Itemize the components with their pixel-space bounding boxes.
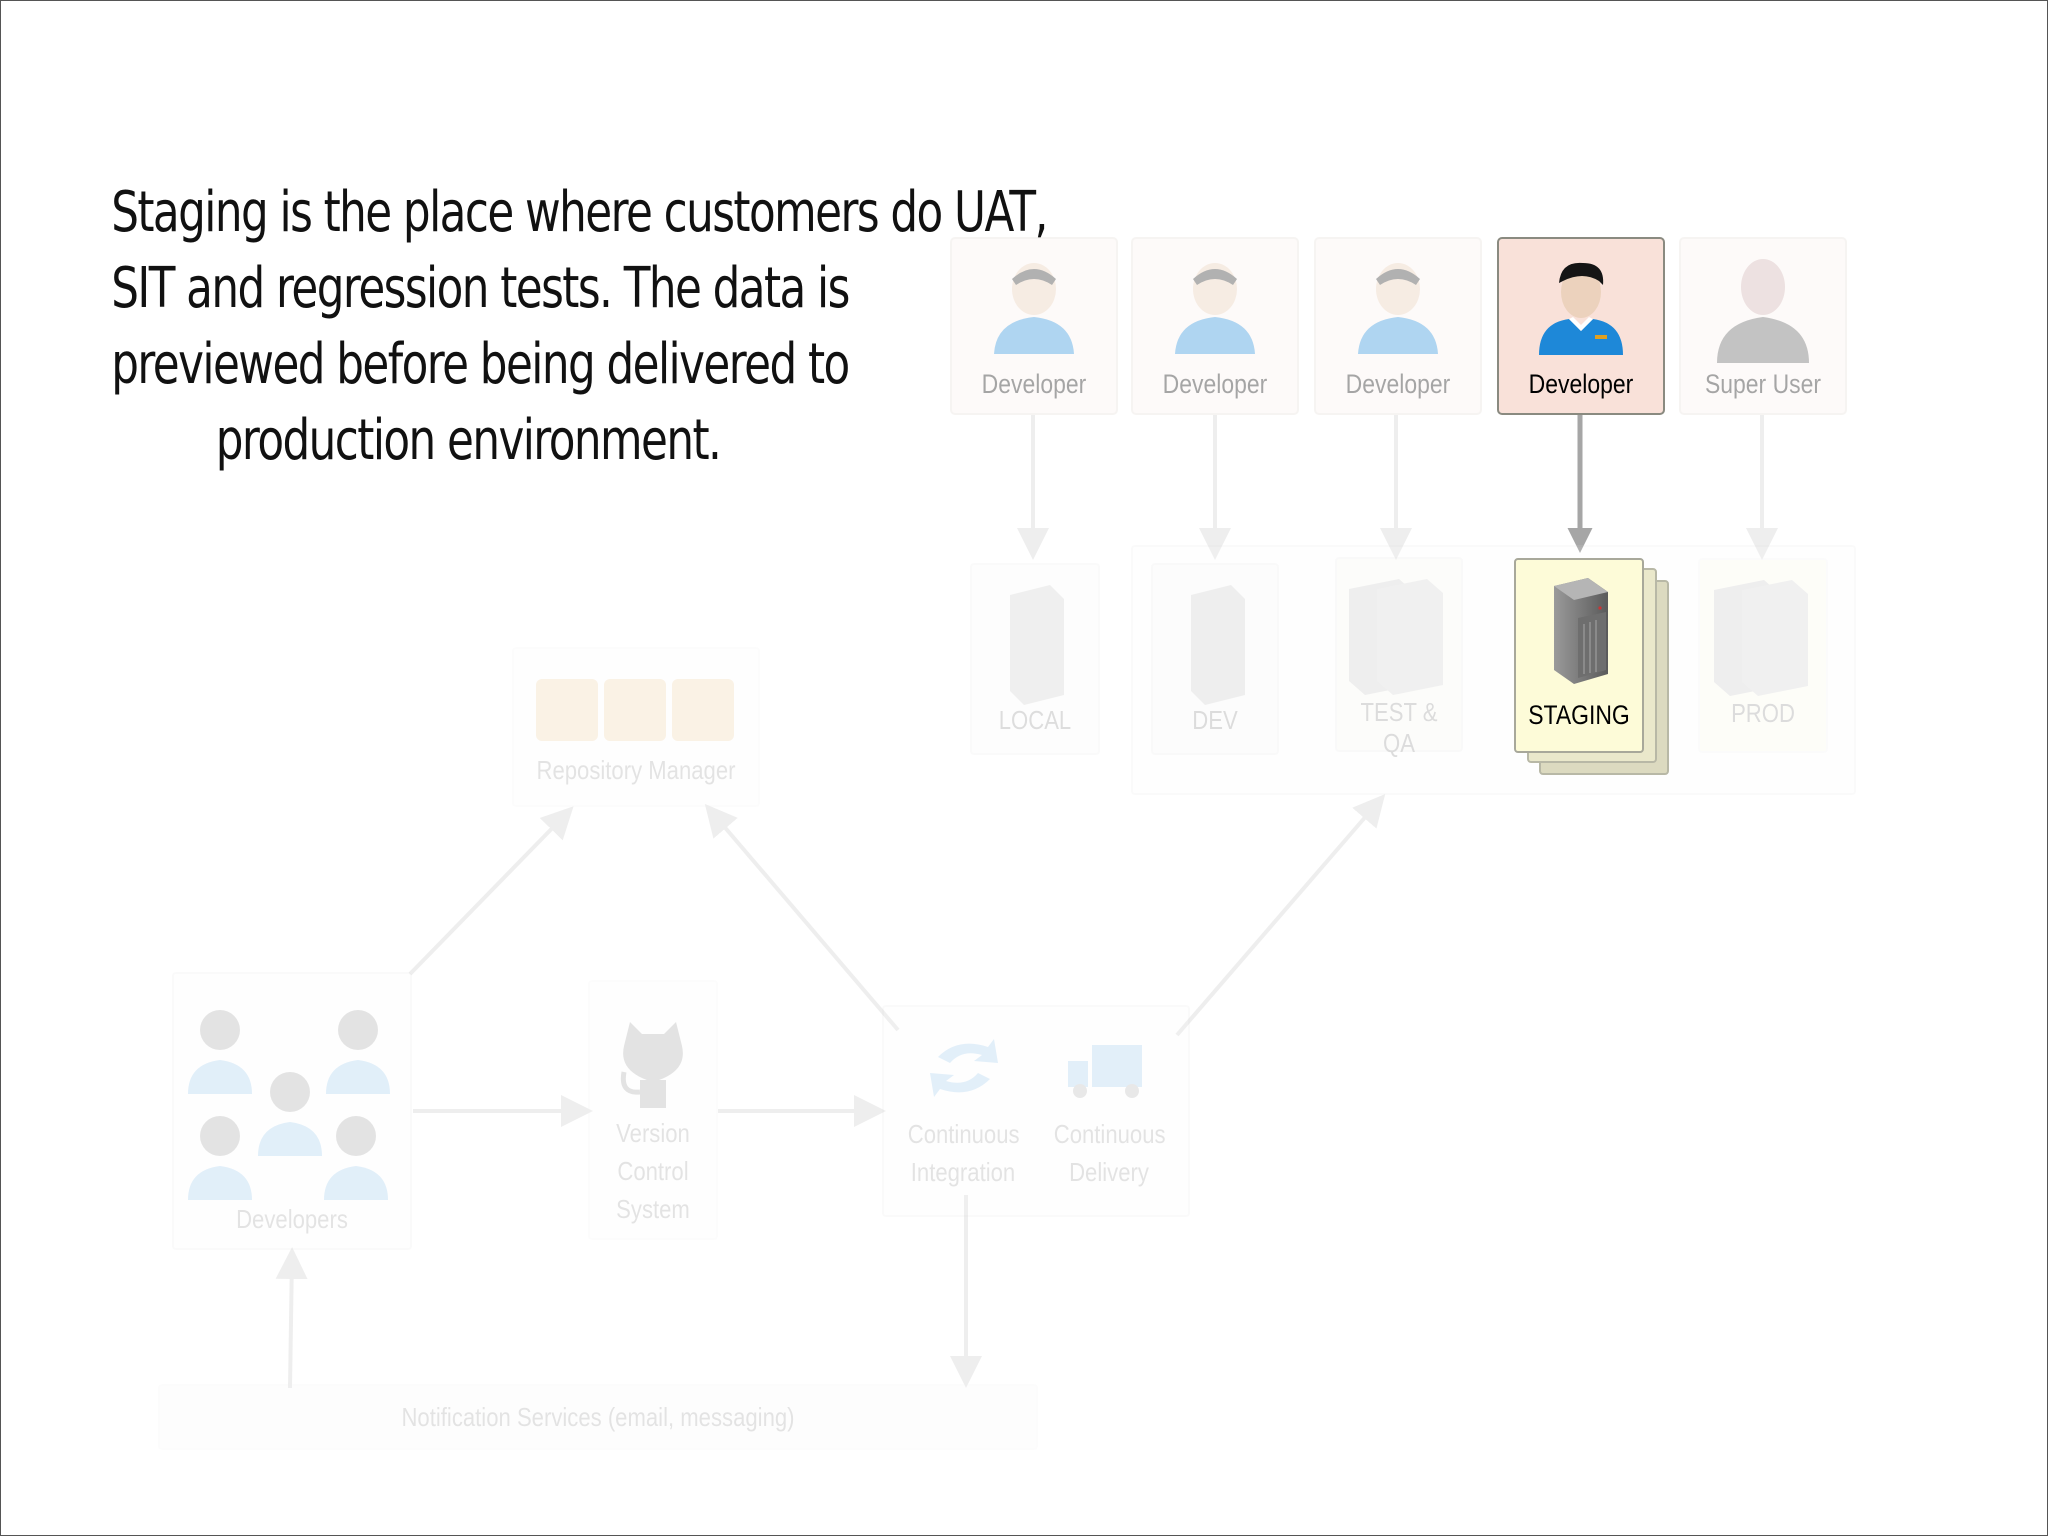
env-card-dev[interactable]: DEV: [1151, 563, 1279, 755]
octocat-icon: [620, 1022, 683, 1108]
notification-services-bar[interactable]: Notification Services (email, messaging): [158, 1384, 1038, 1450]
sync-arrows-icon: [930, 1039, 998, 1097]
slide-caption: Staging is the place where customers do …: [111, 175, 1048, 479]
developer-avatar-icon: [994, 263, 1074, 354]
repository-drawer-icon: [536, 679, 598, 741]
role-card-developer-2[interactable]: Developer: [1131, 237, 1299, 415]
role-card-developer-1[interactable]: Developer: [950, 237, 1118, 415]
repository-drawer-icon: [672, 679, 734, 741]
server-cluster-icon: [1714, 580, 1808, 696]
server-icon: [1191, 585, 1245, 705]
role-label: Developer: [1345, 369, 1451, 399]
server-icon: [1010, 585, 1064, 705]
env-label: TEST & QA: [1360, 697, 1438, 758]
continuous-delivery-box[interactable]: Continuous Delivery: [1044, 1021, 1174, 1201]
super-user-avatar-icon: [1717, 259, 1809, 363]
env-card-prod[interactable]: PROD: [1698, 558, 1828, 753]
repository-drawer-icon: [604, 679, 666, 741]
role-label: Developer: [1162, 369, 1268, 399]
delivery-truck-icon: [1068, 1045, 1142, 1098]
env-label: LOCAL: [998, 705, 1072, 735]
repository-manager-box[interactable]: Repository Manager: [512, 647, 760, 807]
ci-cd-group: Continuous Integration Continuous Delive…: [882, 1005, 1190, 1217]
caption-line: production environment.: [215, 408, 722, 473]
caption-line: SIT and regression tests. The data is: [111, 256, 850, 321]
developer-avatar-icon: [1539, 262, 1623, 355]
server-cluster-icon: [1349, 579, 1443, 695]
developer-avatar-icon: [1358, 263, 1438, 354]
repository-manager-label: Repository Manager: [536, 755, 736, 785]
role-label: Developer: [1528, 369, 1634, 399]
role-card-developer-active[interactable]: Developer: [1497, 237, 1665, 415]
env-label: DEV: [1192, 705, 1238, 735]
environments-group: [1131, 545, 1856, 795]
env-label: PROD: [1731, 698, 1795, 728]
role-card-developer-3[interactable]: Developer: [1314, 237, 1482, 415]
env-card-test-qa[interactable]: TEST & QA: [1335, 557, 1463, 758]
env-card-local[interactable]: LOCAL: [970, 563, 1100, 755]
role-label: Developer: [981, 369, 1087, 399]
role-card-super-user[interactable]: Super User: [1679, 237, 1847, 415]
notification-services-label: Notification Services (email, messaging): [401, 1402, 795, 1432]
continuous-integration-box[interactable]: Continuous Integration: [898, 1021, 1028, 1201]
vcs-label: Version Control System: [616, 1118, 690, 1224]
role-label: Super User: [1704, 369, 1822, 399]
env-card-staging[interactable]: STAGING: [1514, 558, 1644, 753]
developers-group-icon: [188, 1010, 390, 1200]
caption-line: previewed before being delivered to: [111, 332, 850, 397]
developers-box[interactable]: Developers: [172, 972, 412, 1250]
version-control-box[interactable]: Version Control System: [588, 980, 718, 1240]
developers-label: Developers: [236, 1204, 348, 1234]
developer-avatar-icon: [1175, 263, 1255, 354]
server-icon: [1554, 578, 1608, 684]
env-label: STAGING: [1528, 700, 1630, 730]
